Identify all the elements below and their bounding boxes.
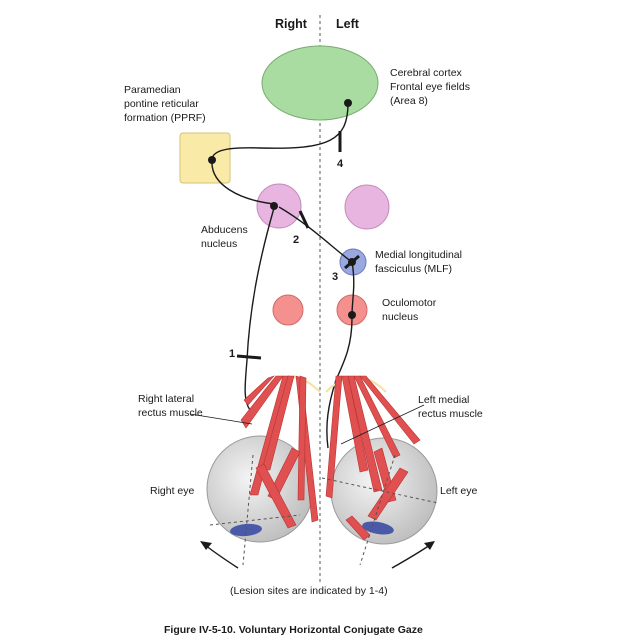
header-right: Right <box>275 17 308 31</box>
right-eye-muscles <box>240 375 319 529</box>
right-eye-label: Right eye <box>150 485 195 497</box>
pprf-label: Paramedian pontine reticular formation (… <box>124 84 206 124</box>
cortex-pprf-pathway <box>211 102 349 161</box>
mlf-label: Medial longitudinal fasciculus (MLF) <box>375 249 465 275</box>
lesion-bars <box>236 131 360 360</box>
abducens-label: Abducens nucleus <box>201 224 251 250</box>
lesion-2-label: 2 <box>293 234 299 246</box>
lesion-note: (Lesion sites are indicated by 1-4) <box>230 585 388 597</box>
header-left: Left <box>336 17 360 31</box>
cortex-label: Cerebral cortex Frontal eye fields (Area… <box>390 67 473 107</box>
gaze-arrows <box>200 541 435 569</box>
right-lateral-rectus-leader <box>189 413 253 425</box>
left-eye-muscles <box>325 375 421 541</box>
abducens-nucleus-left <box>344 184 390 230</box>
lesion-4-label: 4 <box>337 158 344 170</box>
pprf-box <box>179 132 231 184</box>
right-eye-pupil <box>230 523 262 537</box>
left-medial-rectus-leader <box>340 404 425 445</box>
right-eye-group <box>206 375 321 566</box>
right-gaze-arrow <box>204 544 239 569</box>
oculomotor-label: Oculomotor nucleus <box>382 297 439 323</box>
lesion-3-label: 3 <box>332 271 338 283</box>
left-medial-rectus-label: Left medial rectus muscle <box>418 394 483 420</box>
cortex-ellipse <box>261 45 379 121</box>
left-eye-pupil <box>362 521 394 535</box>
lesion-1-label: 1 <box>229 348 235 360</box>
left-eye-group <box>321 375 439 566</box>
left-gaze-arrow <box>391 544 431 569</box>
left-eye-label: Left eye <box>440 485 478 497</box>
oculomotor-nucleus-right <box>272 294 304 326</box>
abducens-nucleus-right <box>256 183 302 229</box>
pprf-abducens-pathway <box>211 159 275 205</box>
right-lateral-rectus-label: Right lateral rectus muscle <box>138 393 203 419</box>
abducens-nerve-pathway <box>244 207 275 411</box>
figure-caption: Figure IV-5-10. Voluntary Horizontal Con… <box>164 624 423 636</box>
